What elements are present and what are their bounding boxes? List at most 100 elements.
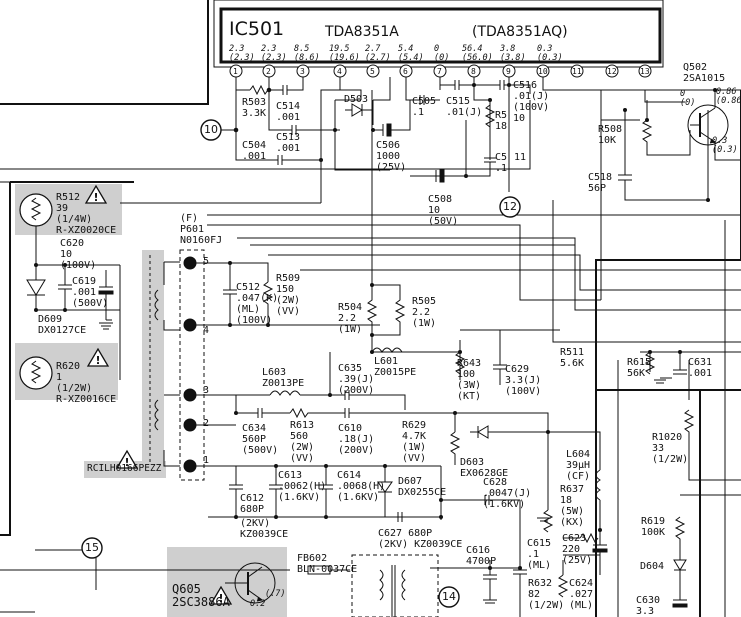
label-c616: C616 4700P bbox=[466, 545, 497, 567]
label-c630: C630 3.3 bbox=[636, 595, 661, 617]
pin-number-5: 5 bbox=[370, 67, 375, 76]
label-l604: L604 39μH (CF) bbox=[566, 449, 591, 482]
label-l601: L601 Z0015PE bbox=[374, 356, 417, 378]
label-d603: D603 EX0628GE bbox=[460, 457, 509, 479]
fb602-label: FB602 BLN-0037CE bbox=[297, 553, 358, 575]
node-12-label: 12 bbox=[503, 200, 517, 213]
label-c504: C504 .001 bbox=[242, 140, 267, 162]
svg-text:!: ! bbox=[218, 592, 223, 605]
pin7-voltage: 0 (0) bbox=[434, 44, 450, 63]
pin3-voltage: 8.5 (8.6) bbox=[294, 44, 320, 63]
pin2-voltage: 2.3 (2.3) bbox=[261, 44, 287, 63]
coil-part-label: RCILH0166PEZZ bbox=[87, 463, 162, 474]
label-r512: R512 39 (1/4W) R-XZ0020CE bbox=[56, 192, 117, 236]
pin-number-8: 8 bbox=[471, 67, 476, 76]
label-l603: L603 Z0013PE bbox=[262, 367, 305, 389]
q502-v2: 0.86 (0.86) bbox=[716, 87, 741, 106]
label-d604: D604 bbox=[640, 561, 665, 572]
label-c518: C518 56P bbox=[588, 172, 613, 194]
label-r511: R511 5.6K bbox=[560, 347, 585, 369]
node-15-circle bbox=[81, 537, 103, 559]
deflection-coil-highlight bbox=[142, 250, 164, 462]
label-c513: C513 .001 bbox=[276, 132, 301, 154]
q502-v3: 0.3 (0.3) bbox=[712, 136, 738, 155]
pin-number-6: 6 bbox=[403, 67, 408, 76]
label-d503: D503 bbox=[344, 94, 369, 105]
label-r505: R505 2.2 (1W) bbox=[412, 296, 437, 329]
label-c624: C624 .027 (ML) bbox=[569, 578, 594, 611]
coil-part-highlight bbox=[84, 461, 166, 478]
label-c512: C512 .047(K) (ML) (100V) bbox=[236, 282, 279, 326]
q605-v2: (.7) bbox=[265, 589, 286, 599]
node-10-circle bbox=[200, 119, 222, 141]
label-c634: C634 560P (500V) bbox=[242, 423, 279, 456]
svg-text:!: ! bbox=[95, 354, 100, 367]
pin1-voltage: 2.3 (2.3) bbox=[229, 44, 255, 63]
label-c627: C627 680P (2KV) KZ0039CE bbox=[378, 528, 463, 550]
q605-v1: 0.2 bbox=[250, 599, 266, 609]
label-c628: C628 .0047(J) (1.6KV) bbox=[483, 477, 532, 510]
pin-number-12: 12 bbox=[607, 67, 617, 76]
label-r613: R613 560 (2W) (VV) bbox=[290, 420, 315, 464]
label-c631: C631 .001 bbox=[688, 357, 713, 379]
label-c610: C610 .18(J) (200V) bbox=[338, 423, 375, 456]
label-r643: R643 100 (3W) (KT) bbox=[457, 358, 482, 402]
ic-ref: IC501 bbox=[229, 18, 285, 40]
q502-v1: 0 (0) bbox=[680, 89, 696, 108]
pin8-voltage: 56.4 (56.0) bbox=[462, 44, 493, 63]
pin-number-4: 4 bbox=[337, 67, 342, 76]
label-r1020: R1020 33 (1/2W) bbox=[652, 432, 689, 465]
pin-number-10: 10 bbox=[538, 67, 548, 76]
connector-pin-3: 3 bbox=[203, 385, 210, 396]
pin-number-7: 7 bbox=[437, 67, 442, 76]
label-c506: C506 1000 (25V) bbox=[376, 140, 407, 173]
ic-part: TDA8351A bbox=[325, 24, 399, 40]
node-14-circle bbox=[438, 586, 460, 608]
label-r619: R619 100K bbox=[641, 516, 666, 538]
node-12-circle bbox=[499, 196, 521, 218]
label-c629: C629 3.3(J) (100V) bbox=[505, 364, 542, 397]
label-r508: R508 10K bbox=[598, 124, 623, 146]
label-r637: R637 18 (5W) (KX) bbox=[560, 484, 585, 528]
label-c614: C614 .0068(H) (1.6KV) bbox=[337, 470, 386, 503]
label-d609: D609 DX0127CE bbox=[38, 314, 87, 336]
label-c619: C619 .001 (500V) bbox=[72, 276, 109, 309]
pin5-voltage: 2.7 (2.7) bbox=[365, 44, 391, 63]
svg-text:!: ! bbox=[124, 456, 129, 469]
node-15-label: 15 bbox=[85, 541, 99, 554]
connector-pin-2: 2 bbox=[203, 418, 210, 429]
label-r509: R509 150 (2W) (VV) bbox=[276, 273, 301, 317]
label-c612: C612 680P bbox=[240, 493, 265, 515]
svg-text:!: ! bbox=[93, 191, 98, 204]
pin-number-13: 13 bbox=[640, 67, 650, 76]
pin10-voltage: 0.3 (0.3) bbox=[537, 44, 563, 63]
label-c516: C516 .01(J) (100V) 10 bbox=[513, 80, 550, 124]
label-c613: C613 .0062(H) (1.6KV) bbox=[278, 470, 327, 503]
label-r632: R632 82 (1/2W) bbox=[528, 578, 565, 611]
pin-number-9: 9 bbox=[506, 67, 511, 76]
label-r504: R504 2.2 (1W) bbox=[338, 302, 363, 335]
q605-highlight bbox=[167, 547, 287, 617]
label-c5-note: 11 bbox=[514, 152, 527, 163]
label-c615: C615 .1 (ML) bbox=[527, 538, 552, 571]
q502-label: Q502 2SA1015 bbox=[683, 62, 726, 84]
label-r629: R629 4.7K (1W) (VV) bbox=[402, 420, 427, 464]
label-c620: C620 10 (100V) bbox=[60, 238, 97, 271]
q605-label: Q605 2SC3886A bbox=[172, 582, 230, 609]
connector-pin-5: 5 bbox=[203, 256, 210, 267]
pin4-voltage: 19.5 (19.6) bbox=[329, 44, 360, 63]
connector-pin-1: 1 bbox=[203, 455, 210, 466]
label-c505: C505 .1 bbox=[412, 96, 437, 118]
label-c515: C515 .01(J) bbox=[446, 96, 483, 118]
pin-number-1: 1 bbox=[233, 67, 238, 76]
label-r620: R620 1 (1/2W) R-XZ0016CE bbox=[56, 361, 117, 405]
label-c514: C514 .001 bbox=[276, 101, 301, 123]
label-c623: C623 220 (25V) bbox=[562, 533, 593, 566]
label-c612-rating: (2KV) KZ0039CE bbox=[240, 518, 289, 540]
label-c635: C635 .39(J) (200V) bbox=[338, 363, 375, 396]
label-c5: C5 .1 bbox=[495, 152, 508, 174]
label-r615: R615 56K bbox=[627, 357, 652, 379]
label-c508: C508 10 (50V) bbox=[428, 194, 459, 227]
pin-number-3: 3 bbox=[300, 67, 305, 76]
